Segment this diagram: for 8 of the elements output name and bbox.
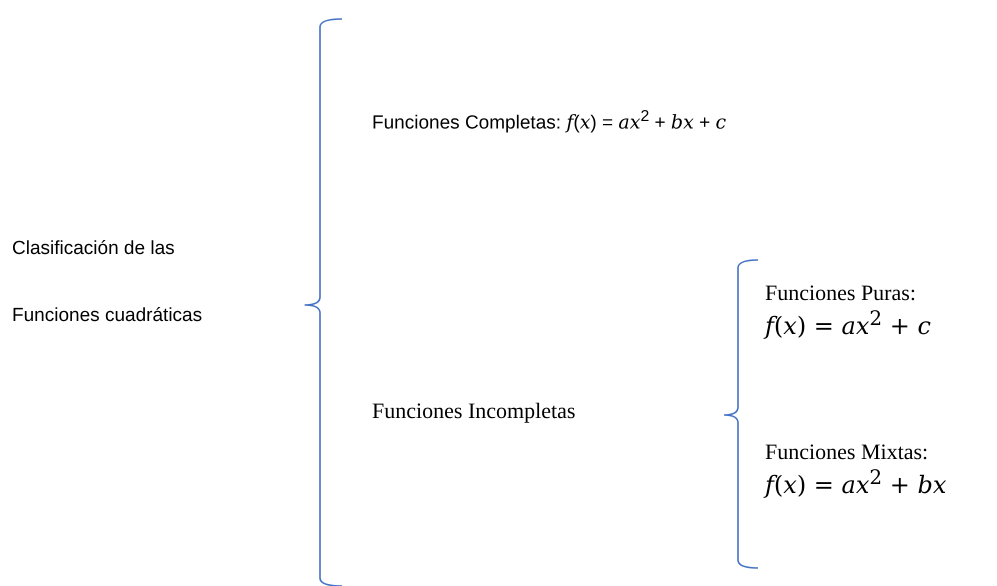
class-label: Funciones Mixtas:: [765, 439, 930, 466]
category-label: Funciones cuadráticas: [12, 304, 202, 328]
category-label: Clasificación de las: [12, 238, 176, 261]
class-label: Funciones Completas: f(x) = ax$^{2}$ + bx + c: [372, 108, 726, 136]
class-label: Funciones Incompletas: [372, 398, 576, 424]
formula-text: f(x) = ax$^{2}$ + bx: [765, 465, 946, 500]
class-label: Funciones Puras:: [765, 280, 917, 306]
formula-text: f(x) = ax$^{2}$ + c: [765, 306, 931, 342]
